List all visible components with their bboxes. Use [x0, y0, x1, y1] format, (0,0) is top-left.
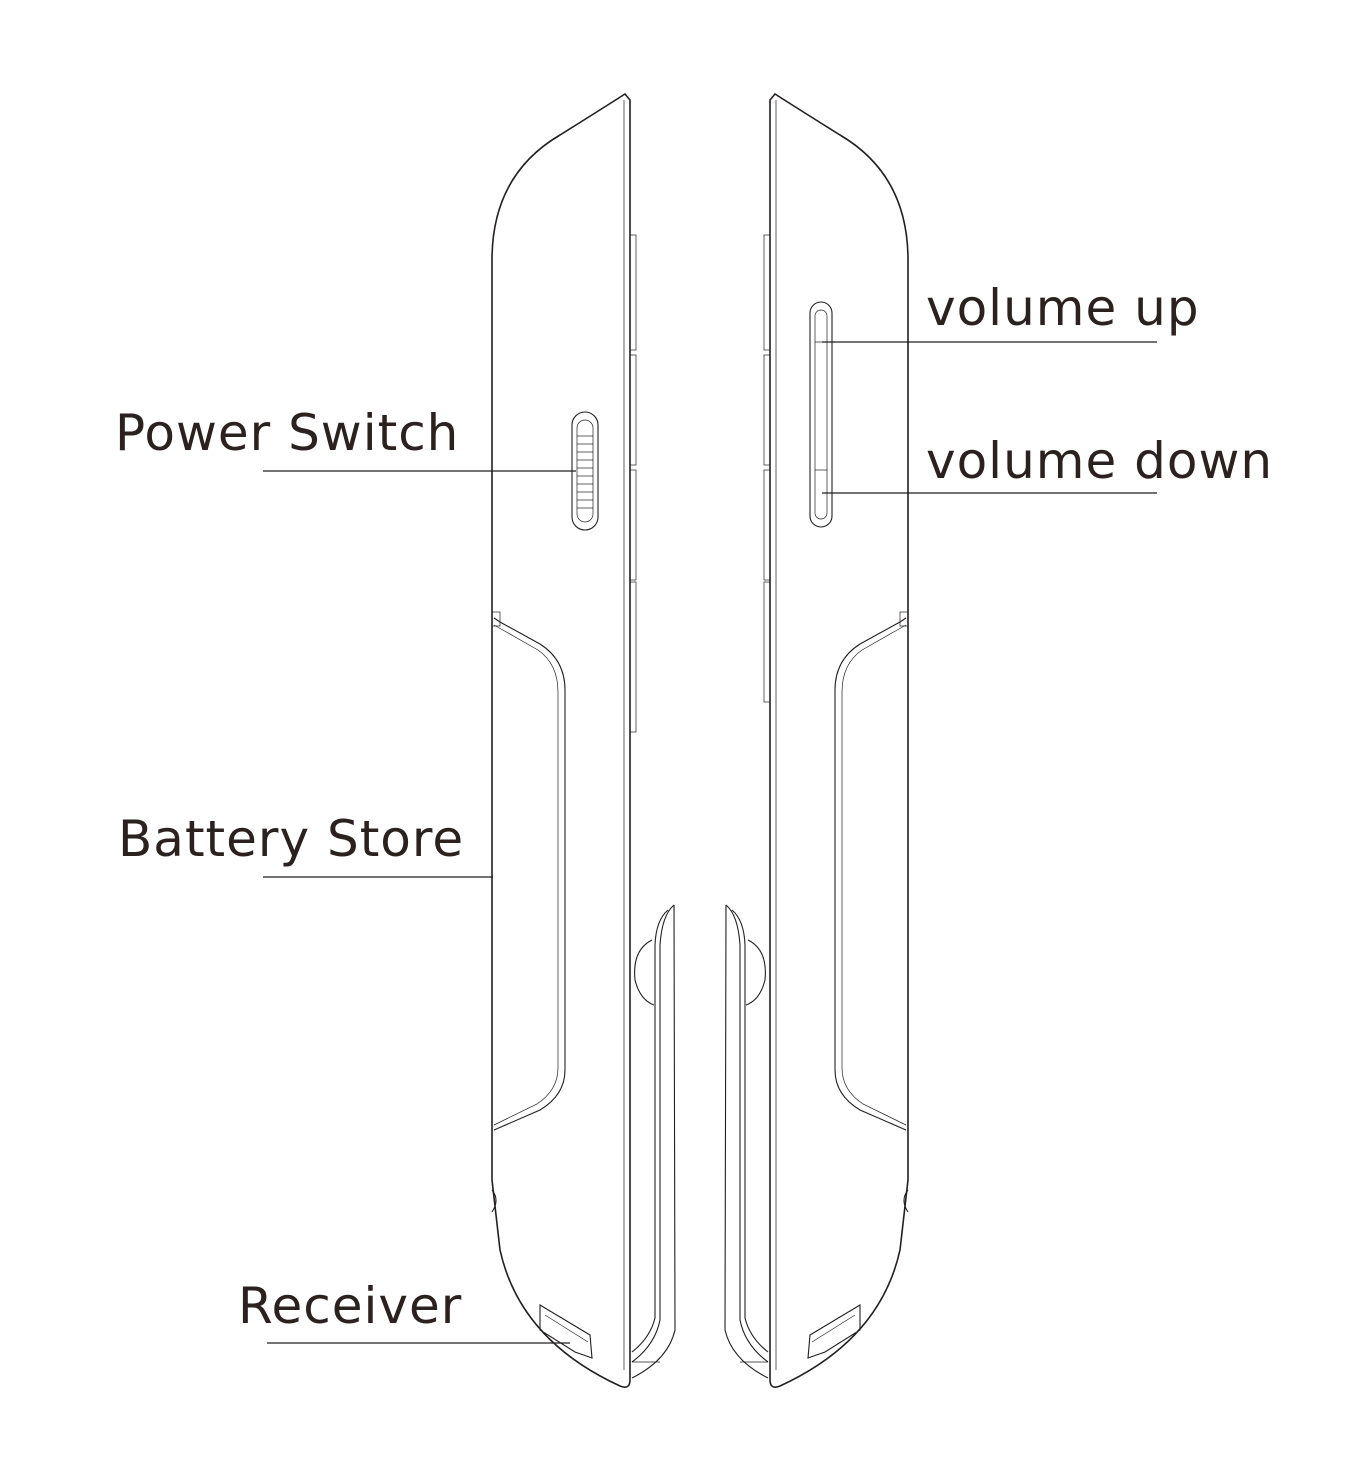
- power-switch-grip: [577, 435, 593, 509]
- battery-cover: [491, 611, 566, 1131]
- battery-store-label: Battery Store: [118, 810, 464, 868]
- right-side-nub: [903, 1189, 909, 1213]
- receiver: [539, 1304, 593, 1359]
- left-side-view: [491, 92, 676, 1388]
- left-body-outline: [491, 92, 631, 1388]
- right-hook: [724, 904, 769, 1379]
- left-key-strip: [629, 234, 637, 733]
- power-switch-label: Power Switch: [115, 404, 459, 462]
- right-battery-cover: [834, 611, 909, 1131]
- volume-down-label: volume down: [926, 432, 1273, 490]
- volume-up-label: volume up: [926, 279, 1200, 337]
- right-side-view: [724, 92, 909, 1388]
- receiver-label: Receiver: [238, 1277, 462, 1335]
- right-body-outline: [769, 92, 909, 1388]
- left-side-nub: [491, 1189, 497, 1213]
- volume-rocker: [809, 301, 833, 528]
- right-key-strip: [763, 234, 771, 703]
- left-hook: [631, 904, 676, 1379]
- right-receiver: [807, 1304, 861, 1359]
